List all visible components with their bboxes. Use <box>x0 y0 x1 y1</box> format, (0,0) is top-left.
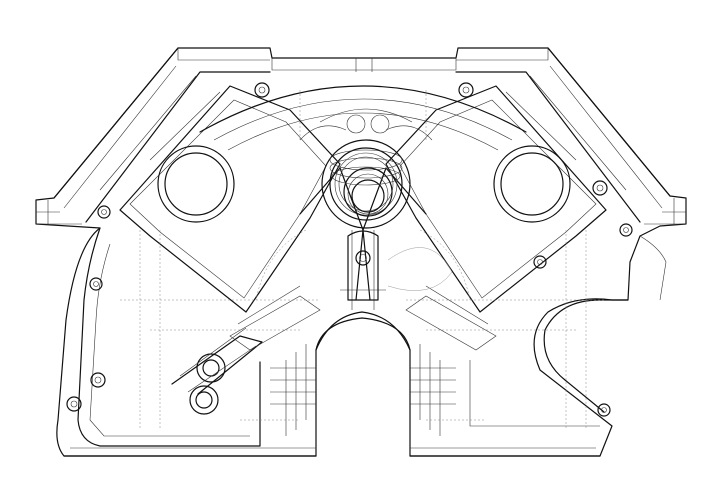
left-skirt <box>77 227 261 447</box>
valley-arch <box>199 85 527 133</box>
center-rib-left <box>299 167 364 301</box>
hidden-lines <box>120 90 606 430</box>
right-bank <box>385 47 671 313</box>
right-brace <box>405 285 497 351</box>
right-cylinder-port <box>493 145 571 223</box>
valley-arch-inner <box>213 98 513 151</box>
right-skirt-inner <box>469 235 667 427</box>
left-bank <box>53 47 341 313</box>
deck-end-left <box>36 200 82 225</box>
main-bearing-steps <box>270 344 456 436</box>
center-web <box>340 230 386 310</box>
lifter-bore-2 <box>370 114 390 134</box>
main-bearing-arch <box>315 317 411 351</box>
hidden-ellipses <box>387 247 453 291</box>
central-bore <box>321 139 411 229</box>
lower-left-bosses <box>171 327 263 415</box>
lifter-boss-tops <box>299 108 433 141</box>
oil-gallery-boss <box>347 230 379 301</box>
oil-gallery-hole <box>355 250 371 266</box>
left-brace <box>229 285 321 351</box>
bolt-holes <box>66 82 633 417</box>
left-bank-inner <box>63 65 327 299</box>
right-bank-inner <box>399 65 663 299</box>
top-flange <box>177 48 549 72</box>
lifter-bore-1 <box>346 114 366 134</box>
center-rib-right <box>362 167 427 301</box>
left-skirt-inner <box>89 243 250 437</box>
left-cylinder-port <box>157 145 235 223</box>
deck-end-right <box>644 198 686 225</box>
right-skirt <box>543 299 629 413</box>
